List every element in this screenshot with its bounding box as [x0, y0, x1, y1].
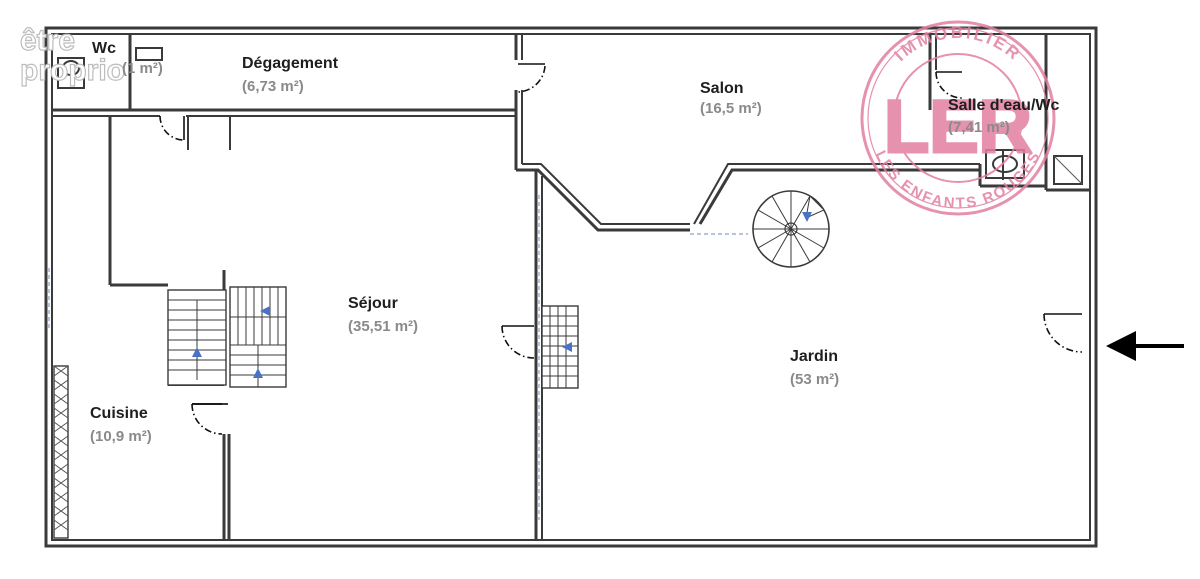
cuisine-name: Cuisine [90, 405, 148, 422]
salon-lower-wall [516, 163, 980, 235]
jardin-steps [541, 305, 579, 389]
cuisine-radiator [48, 268, 69, 539]
svg-text:être: être [20, 24, 75, 57]
salon-area: (16,5 m²) [700, 100, 762, 117]
sejour-staircase-left [167, 289, 227, 386]
degagement-name: Dégagement [242, 55, 339, 72]
top-strip-walls [52, 34, 523, 170]
salle-eau-area: (7,41 m²) [948, 119, 1010, 136]
salle-eau-walls [928, 34, 1090, 192]
sejour-jardin-wall [534, 170, 543, 540]
spiral-staircase [752, 190, 830, 268]
stair-up-arrow-icon-2 [253, 368, 263, 378]
doors [159, 63, 1098, 435]
outer-wall-inner [51, 33, 1091, 541]
wc-fixtures [57, 47, 163, 89]
stair-up-arrow-icon [192, 347, 202, 357]
jardin-stair-arrow-icon [562, 342, 572, 352]
salle-eau-name: Salle d'eau/Wc [948, 97, 1060, 114]
spiral-stair-arrow-icon [802, 212, 812, 222]
cuisine-area: (10,9 m²) [90, 428, 152, 445]
degagement-area: (6,73 m²) [242, 78, 304, 95]
jardin-name: Jardin [790, 348, 838, 365]
stamp-logo: LER [884, 85, 1032, 168]
entrance-arrow-icon [1106, 331, 1184, 361]
svg-text:proprio: proprio [20, 54, 125, 87]
jardin-area: (53 m²) [790, 371, 839, 388]
wc-name: Wc [92, 40, 116, 57]
agency-stamp: IMMOBILIER LES ENFANTS ROUGES LER [860, 20, 1056, 216]
sejour-area: (35,51 m²) [348, 318, 418, 335]
stair-left-arrow-icon [260, 306, 270, 316]
sejour-staircase-right [229, 286, 287, 388]
sejour-name: Séjour [348, 295, 398, 312]
salon-name: Salon [700, 80, 744, 97]
outer-wall [44, 26, 1098, 548]
wc-area: (1 m²) [122, 60, 163, 77]
watermark: être proprio [19, 23, 125, 87]
